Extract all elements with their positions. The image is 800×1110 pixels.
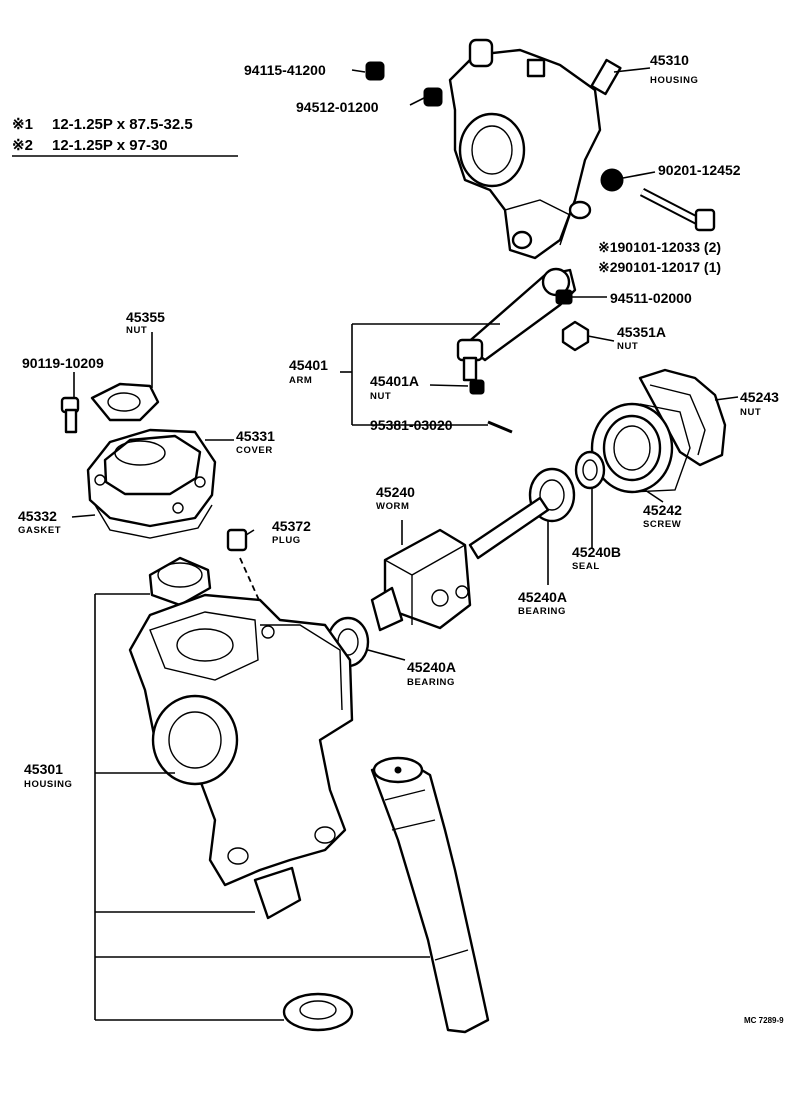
label-45401: 45401 — [289, 357, 328, 373]
leader-lines — [71, 67, 739, 1021]
label-45332-name: GASKET — [18, 525, 61, 536]
note-1-mark: ※1 — [12, 116, 33, 133]
adjust-nut-45355-drawing — [90, 382, 160, 422]
label-95381-03020: 95381-03020 — [370, 417, 453, 433]
label-45310-name: HOUSING — [650, 75, 699, 86]
label-90101-12017: ※290101-12017 (1) — [598, 259, 721, 275]
adjusting-screw-45242-drawing — [590, 402, 691, 494]
worm-shaft-drawing — [326, 467, 576, 668]
label-45243: 45243 — [740, 389, 779, 405]
shaft-seal-drawing — [282, 992, 354, 1032]
sector-shaft-drawing — [370, 756, 490, 1034]
sector-cover-drawing — [86, 428, 217, 539]
label-45401a: 45401A — [370, 373, 419, 389]
note-2-mark: ※2 — [12, 137, 33, 154]
pitman-arm-drawing — [456, 267, 590, 434]
label-45332: 45332 — [18, 508, 57, 524]
label-90119-10209: 90119-10209 — [22, 355, 104, 371]
main-housing-drawing — [128, 593, 354, 920]
label-94511-02000: 94511-02000 — [610, 290, 692, 306]
label-45372: 45372 — [272, 518, 311, 534]
spec-notes: ※1 12-1.25P x 87.5-32.5 ※2 12-1.25P x 97… — [12, 116, 238, 157]
washer-90201-shape — [600, 168, 624, 192]
plug-guide-dashes — [239, 557, 269, 621]
label-90101-12033: ※190101-12033 (2) — [598, 239, 721, 255]
label-45240b-name: SEAL — [572, 561, 600, 572]
label-45331-name: COVER — [236, 445, 273, 456]
label-45243-name: NUT — [740, 407, 761, 418]
label-45240-name: WORM — [376, 501, 410, 512]
label-45372-name: PLUG — [272, 535, 301, 546]
label-45242: 45242 — [643, 502, 682, 518]
label-45301-name: HOUSING — [24, 779, 73, 790]
label-45310: 45310 — [650, 52, 689, 68]
label-45401-name: ARM — [289, 375, 312, 386]
label-45351a: 45351A — [617, 324, 666, 340]
seal-45240b-drawing — [574, 450, 606, 490]
label-45240a-upper: 45240A — [518, 589, 567, 605]
label-90201-12452: 90201-12452 — [658, 162, 741, 178]
label-45355-name: NUT — [126, 325, 147, 336]
bolt-90101-shape — [639, 188, 716, 232]
label-45331: 45331 — [236, 428, 275, 444]
label-45240b: 45240B — [572, 544, 621, 560]
part-labels: 94115-41200 94512-01200 45310 HOUSING 90… — [18, 52, 784, 1025]
label-45355: 45355 — [126, 309, 165, 325]
upper-housing-drawing — [448, 38, 622, 260]
plug-94115-shape — [365, 61, 385, 81]
label-94115-41200: 94115-41200 — [244, 62, 326, 78]
label-45240a-lower: 45240A — [407, 659, 456, 675]
label-45240a-lower-name: BEARING — [407, 677, 455, 688]
needle-bearing-drawing — [148, 556, 212, 607]
screw-90119-drawing — [60, 396, 80, 434]
label-45401a-name: NUT — [370, 391, 391, 402]
label-45301: 45301 — [24, 761, 63, 777]
note-2-text: 12-1.25P x 97-30 — [52, 137, 168, 154]
label-45240a-upper-name: BEARING — [518, 606, 566, 617]
plug-94512-shape — [423, 87, 443, 107]
label-45240: 45240 — [376, 484, 415, 500]
label-94512-01200: 94512-01200 — [296, 99, 379, 115]
plug-45372-shape — [226, 528, 248, 552]
note-1-text: 12-1.25P x 87.5-32.5 — [52, 116, 193, 133]
label-45351a-name: NUT — [617, 341, 638, 352]
label-45242-name: SCREW — [643, 519, 681, 530]
drawing-code: MC 7289-9 — [744, 1016, 784, 1025]
